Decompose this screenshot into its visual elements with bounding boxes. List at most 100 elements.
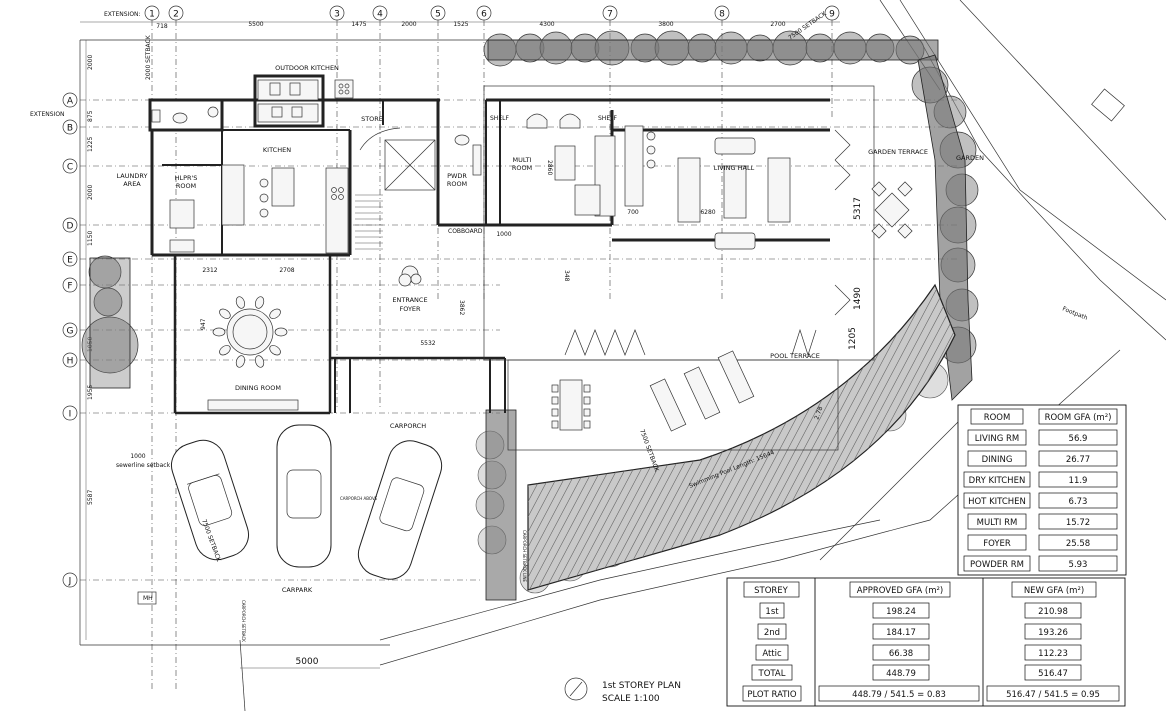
svg-text:8: 8 <box>719 10 725 20</box>
dining-chair <box>235 355 246 368</box>
kitchen-fixtures <box>169 164 349 254</box>
terrace-chair <box>583 408 591 417</box>
svg-text:FOYER: FOYER <box>983 539 1011 549</box>
svg-text:718: 718 <box>156 23 168 30</box>
carporch-setback-label: CARPORCH SETBACK <box>241 600 246 642</box>
trees-carporch <box>475 409 517 601</box>
svg-text:1000: 1000 <box>496 231 511 238</box>
folding-doors <box>564 129 851 357</box>
svg-text:I: I <box>69 410 72 420</box>
svg-text:9: 9 <box>829 10 835 20</box>
svg-text:5.93: 5.93 <box>1069 560 1088 570</box>
svg-text:5500: 5500 <box>248 21 263 28</box>
svg-text:112.23: 112.23 <box>1038 649 1068 659</box>
pool-hatch-line <box>603 285 785 590</box>
grid-row-j: J <box>62 572 78 588</box>
dining-chair <box>274 327 288 337</box>
grid-row-f: F <box>62 277 78 293</box>
svg-text:193.26: 193.26 <box>1038 628 1068 638</box>
grid-column-markers: 1 2 3 4 5 6 7 8 9 <box>144 5 840 21</box>
dining-chair <box>212 327 226 337</box>
svg-text:2000: 2000 <box>401 21 416 28</box>
svg-text:1000: 1000 <box>130 453 145 460</box>
pwdr-label-2: ROOM <box>447 180 467 188</box>
svg-text:210.98: 210.98 <box>1038 607 1068 617</box>
terrace-chair <box>551 396 559 405</box>
terrace-chair <box>551 420 559 429</box>
store-label: STORE <box>361 115 383 123</box>
extension-top-label: EXTENSION: <box>104 11 141 18</box>
svg-text:2000: 2000 <box>87 55 94 70</box>
svg-text:1955: 1955 <box>87 385 94 400</box>
svg-text:7: 7 <box>607 10 613 20</box>
svg-text:198.24: 198.24 <box>886 607 916 617</box>
pool-terrace-furniture <box>551 350 755 432</box>
carporch-above-label: CARPORCH ABOVE <box>340 496 378 501</box>
svg-text:2: 2 <box>173 10 179 20</box>
car-3 <box>357 440 443 580</box>
dining-chair <box>269 345 281 356</box>
svg-text:6280: 6280 <box>700 209 715 216</box>
trees-left <box>81 255 139 389</box>
storey-row-plot-ratio: PLOT RATIO 448.79 / 541.5 = 0.83 516.47 … <box>742 685 1120 702</box>
storey-row-total: TOTAL 448.79 516.47 <box>751 664 1082 681</box>
garden-terrace-label: GARDEN TERRACE <box>868 148 928 156</box>
svg-text:2nd: 2nd <box>764 628 780 638</box>
grid-row-e: E <box>62 251 78 267</box>
svg-text:F: F <box>67 282 72 292</box>
carporch-label: CARPORCH <box>390 422 426 430</box>
top-dimensions: 718 5500 1475 2000 1525 4300 3800 2700 <box>156 21 786 30</box>
grid-row-d: D <box>62 217 78 233</box>
svg-text:APPROVED GFA (m²): APPROVED GFA (m²) <box>857 586 943 596</box>
garden-label: GARDEN <box>956 154 984 162</box>
svg-text:6.73: 6.73 <box>1069 497 1088 507</box>
laundry-label-1: LAUNDRY <box>117 172 148 180</box>
trees-top <box>483 30 939 67</box>
foyer-label-2: FOYER <box>399 305 421 313</box>
svg-text:4: 4 <box>377 10 383 20</box>
svg-text:2312: 2312 <box>202 267 217 274</box>
room-row-living: LIVING RM 56.9 <box>967 429 1118 446</box>
carpark-label: CARPARK <box>282 586 313 594</box>
svg-text:448.79: 448.79 <box>886 669 916 679</box>
dining-label: DINING ROOM <box>235 384 281 392</box>
foyer-label-1: ENTRANCE <box>392 296 427 304</box>
room-row-foyer: FOYER 25.58 <box>967 534 1118 551</box>
shelf-label-1: SHELF <box>490 115 509 122</box>
grid-row-h: H <box>62 352 78 368</box>
svg-text:1525: 1525 <box>453 21 468 28</box>
svg-text:J: J <box>68 577 72 587</box>
outdoor-kitchen-label: OUTDOOR KITCHEN <box>275 64 339 72</box>
svg-text:4300: 4300 <box>539 21 554 28</box>
svg-text:2.78: 2.78 <box>813 406 824 421</box>
room-row-multi: MULTI RM 15.72 <box>967 513 1118 530</box>
storey-row-1st: 1st 198.24 210.98 <box>759 602 1082 619</box>
svg-text:PLOT RATIO: PLOT RATIO <box>747 690 797 700</box>
svg-text:5: 5 <box>435 10 441 20</box>
svg-text:5587: 5587 <box>87 490 94 505</box>
svg-text:947: 947 <box>200 318 207 330</box>
terrace-chair <box>551 384 559 393</box>
multi-label-2: ROOM <box>512 164 532 172</box>
svg-text:MULTI RM: MULTI RM <box>977 518 1018 528</box>
room-gfa-table: ROOM ROOM GFA (m²) LIVING RM 56.9 DINING… <box>957 404 1127 576</box>
svg-text:348: 348 <box>563 270 570 282</box>
svg-text:STOREY: STOREY <box>754 586 789 596</box>
room-table-header-gfa: ROOM GFA (m²) <box>1045 413 1112 423</box>
svg-text:3862: 3862 <box>458 300 465 315</box>
svg-text:1205: 1205 <box>848 327 858 350</box>
svg-text:5532: 5532 <box>420 340 435 347</box>
foyer-plant <box>398 265 422 287</box>
svg-text:700: 700 <box>627 209 639 216</box>
building-walls <box>148 74 875 451</box>
svg-text:DRY KITCHEN: DRY KITCHEN <box>969 476 1026 486</box>
toilet-fixtures <box>151 106 482 176</box>
svg-text:POWDER RM: POWDER RM <box>970 560 1024 570</box>
terrace-chair <box>551 408 559 417</box>
svg-text:5000: 5000 <box>296 657 319 667</box>
svg-text:516.47 / 541.5 = 0.95: 516.47 / 541.5 = 0.95 <box>1006 690 1100 700</box>
room-row-hot-kitchen: HOT KITCHEN 6.73 <box>963 492 1118 509</box>
shelf-label-2: SHELF <box>598 115 617 122</box>
grid-col-6: 6 <box>476 5 492 21</box>
